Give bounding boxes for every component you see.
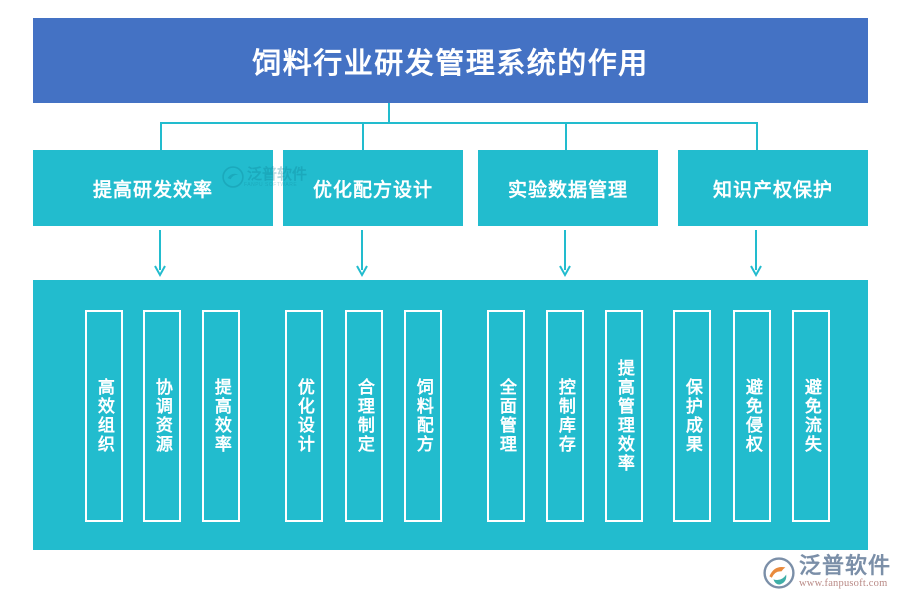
category-box-1[interactable]: 提高研发效率 xyxy=(33,150,273,226)
down-arrow-icon-4 xyxy=(749,230,763,278)
category-box-2[interactable]: 优化配方设计 xyxy=(283,150,463,226)
down-arrow-icon-3 xyxy=(558,230,572,278)
connector-drop-4 xyxy=(756,122,758,150)
brand-logo: 泛普软件 www.fanpusoft.com xyxy=(763,552,893,594)
connector-drop-1 xyxy=(160,122,162,150)
connector-drop-3 xyxy=(565,122,567,150)
detail-item-1[interactable]: 高效组织 xyxy=(85,310,123,522)
detail-panel xyxy=(33,280,868,550)
detail-item-label: 提高效率 xyxy=(211,378,231,454)
detail-item-2[interactable]: 协调资源 xyxy=(143,310,181,522)
detail-item-label: 全面管理 xyxy=(496,378,516,454)
detail-item-8[interactable]: 控制库存 xyxy=(546,310,584,522)
detail-item-3[interactable]: 提高效率 xyxy=(202,310,240,522)
category-box-4[interactable]: 知识产权保护 xyxy=(678,150,868,226)
detail-item-4[interactable]: 优化设计 xyxy=(285,310,323,522)
connector-bus xyxy=(160,122,757,124)
detail-item-6[interactable]: 饲料配方 xyxy=(404,310,442,522)
category-label: 提高研发效率 xyxy=(92,179,213,201)
brand-url: www.fanpusoft.com xyxy=(799,578,888,590)
brand-logo-words: 泛普软件 www.fanpusoft.com xyxy=(799,555,891,591)
category-label: 优化配方设计 xyxy=(312,179,433,201)
detail-item-label: 协调资源 xyxy=(152,378,172,454)
detail-item-label: 合理制定 xyxy=(354,378,374,454)
detail-item-label: 提高管理效率 xyxy=(614,359,634,473)
detail-item-10[interactable]: 保护成果 xyxy=(673,310,711,522)
detail-item-label: 避免侵权 xyxy=(742,378,762,454)
detail-item-label: 饲料配方 xyxy=(413,378,433,454)
connector-drop-2 xyxy=(362,122,364,150)
detail-item-label: 高效组织 xyxy=(94,378,114,454)
down-arrow-icon-1 xyxy=(153,230,167,278)
page-title: 饲料行业研发管理系统的作用 xyxy=(252,47,649,80)
brand-name: 泛普软件 xyxy=(799,553,892,579)
connector-trunk xyxy=(388,103,390,123)
category-box-3[interactable]: 实验数据管理 xyxy=(478,150,658,226)
category-label: 实验数据管理 xyxy=(507,179,628,201)
down-arrow-icon-2 xyxy=(355,230,369,278)
detail-item-11[interactable]: 避免侵权 xyxy=(733,310,771,522)
detail-item-7[interactable]: 全面管理 xyxy=(487,310,525,522)
detail-item-label: 优化设计 xyxy=(294,378,314,454)
title-bar: 饲料行业研发管理系统的作用 xyxy=(33,18,868,103)
detail-item-label: 避免流失 xyxy=(801,378,821,454)
detail-item-9[interactable]: 提高管理效率 xyxy=(605,310,643,522)
detail-item-12[interactable]: 避免流失 xyxy=(792,310,830,522)
category-label: 知识产权保护 xyxy=(712,179,833,201)
detail-item-label: 保护成果 xyxy=(682,378,702,454)
detail-item-label: 控制库存 xyxy=(555,378,575,454)
brand-swirl-icon xyxy=(763,557,795,589)
detail-item-5[interactable]: 合理制定 xyxy=(345,310,383,522)
